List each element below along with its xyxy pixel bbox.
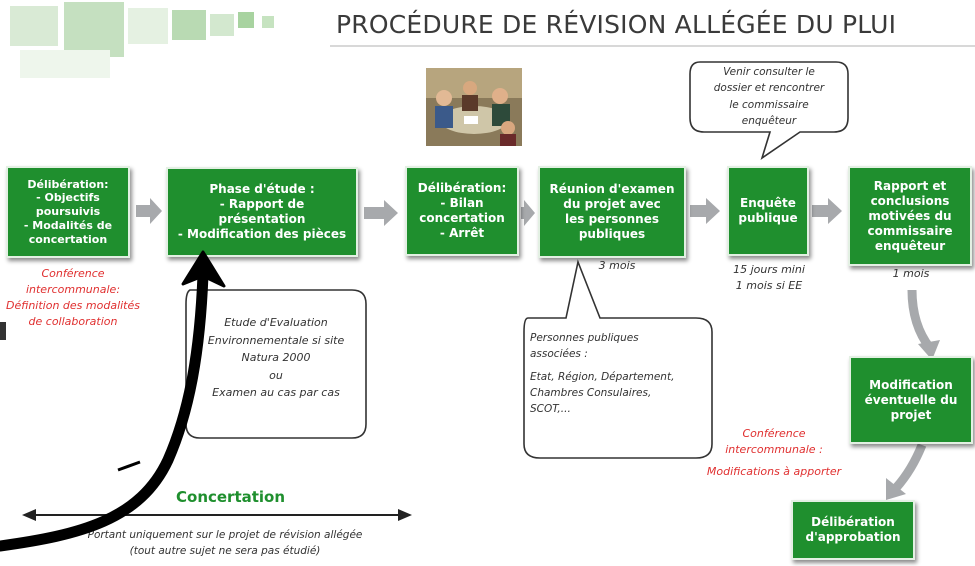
note-un-mois: 1 mois bbox=[892, 267, 930, 280]
page-title: PROCÉDURE DE RÉVISION ALLÉGÉE DU PLUI bbox=[336, 10, 897, 39]
step-reunion-examen: Réunion d'examen du projet avec les pers… bbox=[538, 166, 686, 258]
title-underline bbox=[330, 45, 975, 47]
note-trois-mois: 3 mois bbox=[598, 259, 636, 272]
bubble-evaluation: Etude d'Evaluation Environnementale si s… bbox=[207, 316, 345, 400]
bubble-consulter: Venir consulter le dossier et rencontrer… bbox=[713, 66, 825, 127]
arrow-2 bbox=[364, 200, 398, 226]
step-modification-projet: Modification éventuelle du projet bbox=[849, 356, 973, 444]
concertation-note: Portant uniquement sur le projet de révi… bbox=[87, 529, 363, 557]
arrow-3 bbox=[521, 200, 535, 226]
step-enquete-publique: Enquête publique bbox=[727, 166, 809, 256]
concertation-label: Concertation bbox=[176, 488, 286, 506]
step-deliberation-objectifs: Délibération: - Objectifs poursuivis - M… bbox=[6, 166, 130, 258]
arrow-4 bbox=[690, 198, 720, 224]
note-enquete-delai: 15 jours mini 1 mois si EE bbox=[733, 263, 805, 292]
bubble-personnes: Personnes publiques associées : Etat, Ré… bbox=[530, 332, 675, 416]
step-phase-etude: Phase d'étude : - Rapport de présentatio… bbox=[166, 167, 358, 257]
step-rapport-conclusions: Rapport et conclusions motivées du commi… bbox=[848, 166, 972, 266]
note-conference-collaboration: Conférence intercommunale: Définition de… bbox=[5, 267, 140, 328]
arrow-rapport-to-modification bbox=[907, 289, 934, 351]
note-conference-modifications: Conférence intercommunale : Modification… bbox=[706, 427, 842, 478]
arrow-1 bbox=[136, 198, 162, 224]
step-deliberation-approbation: Délibération d'approbation bbox=[791, 500, 915, 560]
step-deliberation-bilan: Délibération: - Bilan concertation - Arr… bbox=[405, 166, 519, 256]
arrow-5 bbox=[812, 198, 842, 224]
header-decoration bbox=[0, 0, 330, 90]
meeting-photo-icon bbox=[426, 68, 522, 146]
arrow-modification-to-approbation bbox=[892, 443, 927, 491]
